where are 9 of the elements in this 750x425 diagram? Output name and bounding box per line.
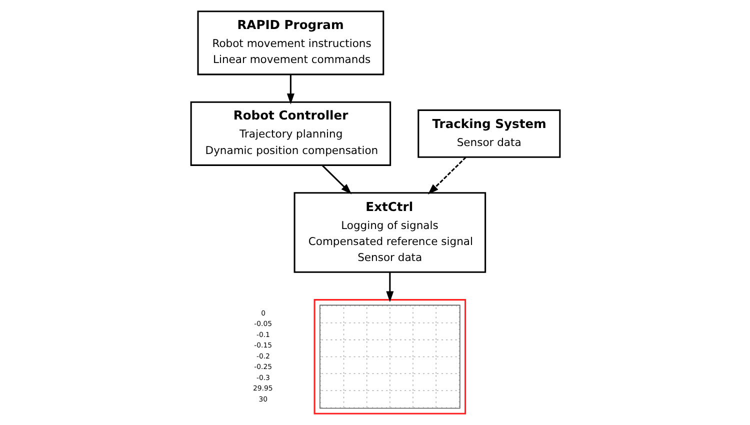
node-box: RAPID Program Robot movement instructions Linear movement commands [196,10,384,76]
node-box: Tracking System Sensor data [417,109,560,158]
arrow [386,272,394,302]
arrow [427,156,466,194]
node-box: ExtCtrl Logging of signals Compensated reference signal Sensor data [293,192,486,273]
arrow [286,74,294,104]
node-box: Robot Controller Trajectory planning Dynamic position compensation [190,101,391,166]
arrow [321,164,352,194]
node-picture [313,299,466,414]
